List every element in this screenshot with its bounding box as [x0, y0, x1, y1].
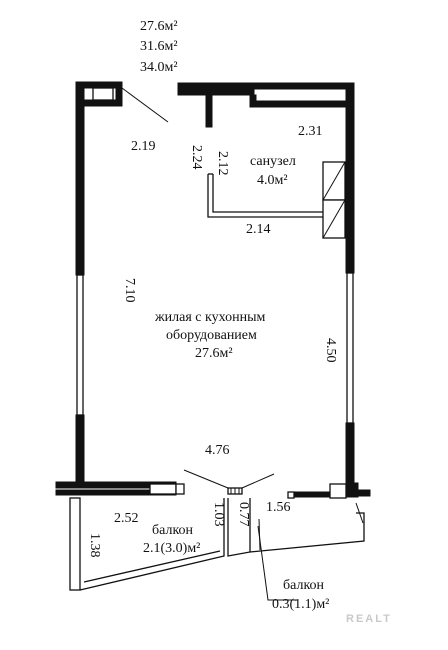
dim-4-76: 4.76 [205, 443, 230, 458]
bathroom-partition [207, 161, 346, 239]
dim-2-31: 2.31 [298, 124, 323, 139]
dim-4-50: 4.50 [323, 338, 338, 363]
balcony1-name: балкон [152, 523, 194, 538]
dim-7-10: 7.10 [122, 278, 137, 303]
balcony1-area: 2.1(3.0)м² [143, 541, 200, 556]
balcony2-area: 0.3(1.1)м² [272, 597, 329, 612]
entrance-door-swing [121, 87, 169, 123]
bathroom-area: 4.0м² [257, 173, 288, 188]
watermark: REALT [346, 613, 392, 625]
dim-0-77: 0.77 [236, 502, 251, 527]
area-total: 31.6м² [140, 39, 178, 54]
main-room-area: 27.6м² [195, 346, 233, 361]
dim-2-14: 2.14 [246, 222, 271, 237]
balcony2-leader [257, 525, 298, 601]
dim-2-19: 2.19 [131, 139, 156, 154]
main-room-name-line2: оборудованием [166, 328, 257, 343]
balcony2-name: балкон [283, 578, 325, 593]
bottom-wall [55, 469, 371, 499]
top-wall [177, 82, 355, 128]
dim-1-03: 1.03 [211, 502, 226, 527]
dim-1-38: 1.38 [87, 533, 102, 558]
dim-2-52: 2.52 [114, 511, 139, 526]
right-wall [345, 82, 355, 484]
main-room-name-line1: жилая с кухонным [154, 310, 265, 325]
dim-2-24: 2.24 [189, 145, 204, 170]
dim-2-12: 2.12 [215, 151, 230, 176]
balcony-outline [69, 497, 365, 591]
dim-1-56: 1.56 [266, 500, 291, 515]
left-wall [75, 81, 123, 484]
area-living: 27.6м² [140, 19, 178, 34]
area-total-with-balconies: 34.0м² [140, 60, 178, 75]
bathroom-name: санузел [250, 154, 296, 169]
